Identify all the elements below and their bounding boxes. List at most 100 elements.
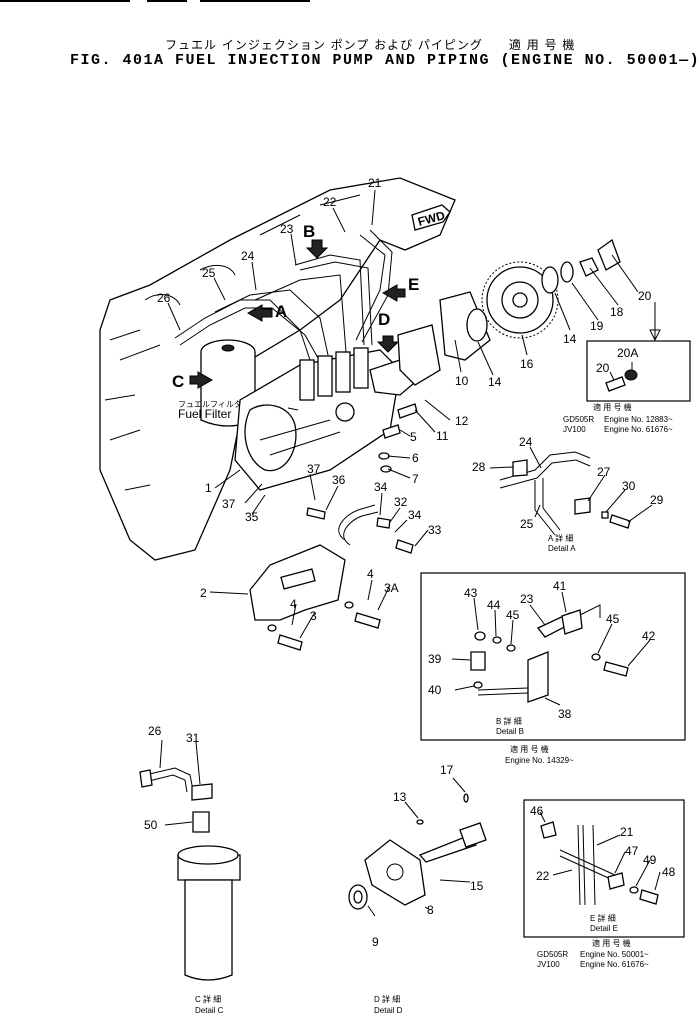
callout-19: 19: [590, 319, 604, 333]
callout-8: 8: [427, 903, 434, 917]
callout-20a: 20A: [617, 346, 638, 360]
callout-2: 2: [200, 586, 207, 600]
applicability-e-model-2: JV100: [537, 960, 560, 969]
detail-d-label-jp: D 詳 細: [374, 994, 400, 1004]
view-arrow-b: B: [303, 222, 329, 259]
callout-24-detail-a: 24: [519, 435, 533, 449]
callout-5: 5: [410, 430, 417, 444]
callout-24: 24: [241, 249, 255, 263]
callout-1: 1: [205, 481, 212, 495]
detail-e-label-jp: E 詳 細: [590, 913, 616, 923]
callout-48: 48: [662, 865, 676, 879]
applicability-e-engine-2: Engine No. 61676~: [580, 960, 649, 969]
callout-14-left: 14: [488, 375, 502, 389]
main-callouts: 21 22 23 24 25 26 1 2 37 35 37 36 34 32 …: [157, 176, 652, 623]
callout-16: 16: [520, 357, 534, 371]
callout-25-detail-a: 25: [520, 517, 534, 531]
callout-37: 37: [307, 462, 321, 476]
applicability-20-model-1: GD505R: [563, 415, 594, 424]
figure-title-japanese: フュエル インジェクション ポンプ および パイピング 適 用 号 機: [165, 38, 576, 52]
callout-20-in-box: 20: [596, 361, 610, 375]
callout-31: 31: [186, 731, 200, 745]
leader-lines: [167, 189, 656, 639]
callout-7: 7: [412, 472, 419, 486]
view-a-label: A: [275, 302, 287, 321]
applicability-20-engine-2: Engine No. 61676~: [604, 425, 673, 434]
callout-47: 47: [625, 844, 639, 858]
callout-20: 20: [638, 289, 652, 303]
detail-c-label-jp: C 詳 細: [195, 994, 221, 1004]
callout-45-right: 45: [606, 612, 620, 626]
callout-26-detail-c: 26: [148, 724, 162, 738]
callout-21-detail-e: 21: [620, 825, 634, 839]
callout-42: 42: [642, 629, 656, 643]
callout-27: 27: [597, 465, 611, 479]
applicability-e-jp: 適 用 号 機: [592, 938, 631, 948]
applicability-20-jp: 適 用 号 機: [593, 402, 632, 412]
callout-38: 38: [558, 707, 572, 721]
top-rule-right: [200, 0, 310, 2]
view-d-label: D: [378, 310, 390, 329]
detail-b-label: Detail B: [496, 727, 524, 736]
detail-20a-box: 20A 20: [586, 329, 691, 402]
callout-15: 15: [470, 879, 484, 893]
applicability-e-note: 適 用 号 機 GD505R Engine No. 50001~ JV100 E…: [537, 938, 649, 969]
bolts-and-washers: [267, 403, 418, 651]
applicability-20-note: 適 用 号 機 GD505R Engine No. 12883~ JV100 E…: [563, 402, 673, 434]
detail-a-label: Detail A: [548, 544, 576, 553]
callout-12: 12: [455, 414, 469, 428]
callout-49: 49: [643, 853, 657, 867]
callout-33: 33: [428, 523, 442, 537]
callout-9: 9: [372, 935, 379, 949]
fwd-indicator: FWD: [411, 204, 451, 231]
callout-26: 26: [157, 291, 171, 305]
view-arrow-e: E: [381, 275, 419, 302]
callout-37-left: 37: [222, 497, 236, 511]
applicability-e-model-1: GD505R: [537, 950, 568, 959]
applicability-b-jp: 適 用 号 機: [510, 744, 549, 754]
detail-a-label-jp: A 詳 細: [548, 533, 573, 543]
callout-50: 50: [144, 818, 158, 832]
idler-gear: [481, 261, 559, 339]
callout-17: 17: [440, 763, 454, 777]
callout-6: 6: [412, 451, 419, 465]
fuel-filter-label-jp: フュエルフィルタ: [178, 400, 242, 409]
callout-36: 36: [332, 473, 346, 487]
view-c-label: C: [172, 372, 184, 391]
detail-b: 43 44 45 23 41 45 42 39 40 38 B 詳 細 Deta…: [420, 572, 686, 741]
callout-30: 30: [622, 479, 636, 493]
applicability-20-engine-1: Engine No. 12883~: [604, 415, 673, 424]
callout-22-detail-e: 22: [536, 869, 550, 883]
callout-34-lower: 34: [408, 508, 422, 522]
callout-4-left: 4: [290, 597, 297, 611]
callout-29: 29: [650, 493, 664, 507]
callout-41: 41: [553, 579, 567, 593]
view-arrow-a: A: [246, 302, 287, 322]
callout-43: 43: [464, 586, 478, 600]
callout-39: 39: [428, 652, 442, 666]
callout-3a: 3A: [384, 581, 399, 595]
figure-title: FIG. 401A FUEL INJECTION PUMP AND PIPING…: [70, 52, 697, 69]
applicability-b-engine: Engine No. 14329~: [505, 756, 574, 765]
detail-d-label: Detail D: [374, 1006, 403, 1015]
callout-11: 11: [436, 429, 449, 443]
callout-4-right: 4: [367, 567, 374, 581]
fwd-label: FWD: [416, 208, 446, 229]
pump-bracket: [249, 544, 346, 621]
detail-d: 13 17 15 8 9 D 詳 細 Detail D: [348, 763, 487, 1015]
callout-23-detail-b: 23: [520, 592, 534, 606]
top-rule-mid: [147, 0, 187, 2]
drive-gear-housing: [397, 238, 621, 386]
callout-35: 35: [245, 510, 259, 524]
callout-22: 22: [323, 195, 337, 209]
callout-18: 18: [610, 305, 624, 319]
callout-28: 28: [472, 460, 486, 474]
detail-e-label: Detail E: [590, 924, 618, 933]
callout-45-left: 45: [506, 608, 520, 622]
detail-b-label-jp: B 詳 細: [496, 716, 522, 726]
callout-3: 3: [310, 609, 317, 623]
detail-e: 46 21 47 49 48 22 E 詳 細 Detail E: [523, 799, 685, 938]
fuel-filter-label: Fuel Filter: [178, 407, 231, 421]
view-e-label: E: [408, 275, 419, 294]
